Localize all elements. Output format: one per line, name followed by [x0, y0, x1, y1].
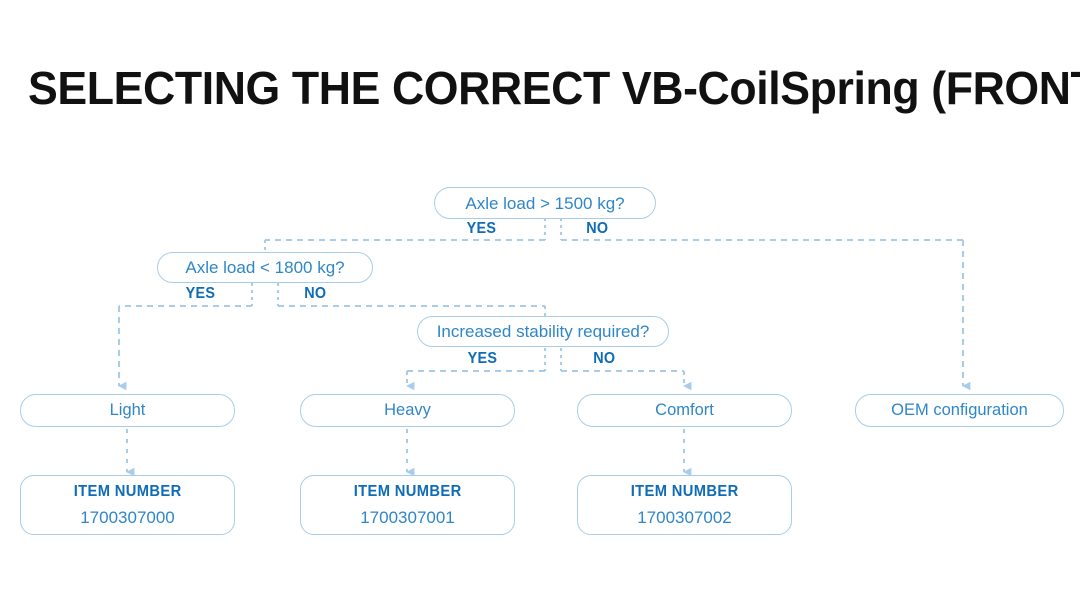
decision-node-axle-load-gt-1500[interactable]: Axle load > 1500 kg?	[434, 187, 656, 219]
decision-node-axle-load-lt-1800[interactable]: Axle load < 1800 kg?	[157, 252, 373, 283]
item-number-value: 1700307001	[360, 507, 455, 527]
item-number-heading: ITEM NUMBER	[73, 482, 182, 500]
branch-label-d1-yes: YES	[466, 220, 497, 237]
item-number-box-light[interactable]: ITEM NUMBER 1700307000	[20, 475, 235, 535]
page-title: SELECTING THE CORRECT VB-CoilSpring (FRO…	[28, 62, 1080, 114]
branch-label-d2-yes: YES	[185, 285, 216, 302]
decision-node-increased-stability[interactable]: Increased stability required?	[417, 316, 669, 347]
edge-d1-yes-to-d2	[263, 218, 547, 252]
branch-label-d3-yes: YES	[467, 350, 498, 367]
result-box-light[interactable]: Light	[20, 394, 235, 427]
item-number-box-comfort[interactable]: ITEM NUMBER 1700307002	[577, 475, 792, 535]
item-number-box-heavy[interactable]: ITEM NUMBER 1700307001	[300, 475, 515, 535]
result-box-oem-configuration[interactable]: OEM configuration	[855, 394, 1064, 427]
branch-label-d2-no: NO	[304, 285, 327, 302]
item-number-value: 1700307000	[80, 507, 175, 527]
item-number-heading: ITEM NUMBER	[630, 482, 739, 500]
item-number-value: 1700307002	[637, 507, 732, 527]
branch-label-d3-no: NO	[593, 350, 616, 367]
result-box-heavy[interactable]: Heavy	[300, 394, 515, 427]
edge-d3-no-to-comfort	[559, 348, 692, 391]
result-box-comfort[interactable]: Comfort	[577, 394, 792, 427]
branch-label-d1-no: NO	[586, 220, 609, 237]
edge-d1-no-to-oem	[559, 218, 971, 391]
item-number-heading: ITEM NUMBER	[353, 482, 462, 500]
